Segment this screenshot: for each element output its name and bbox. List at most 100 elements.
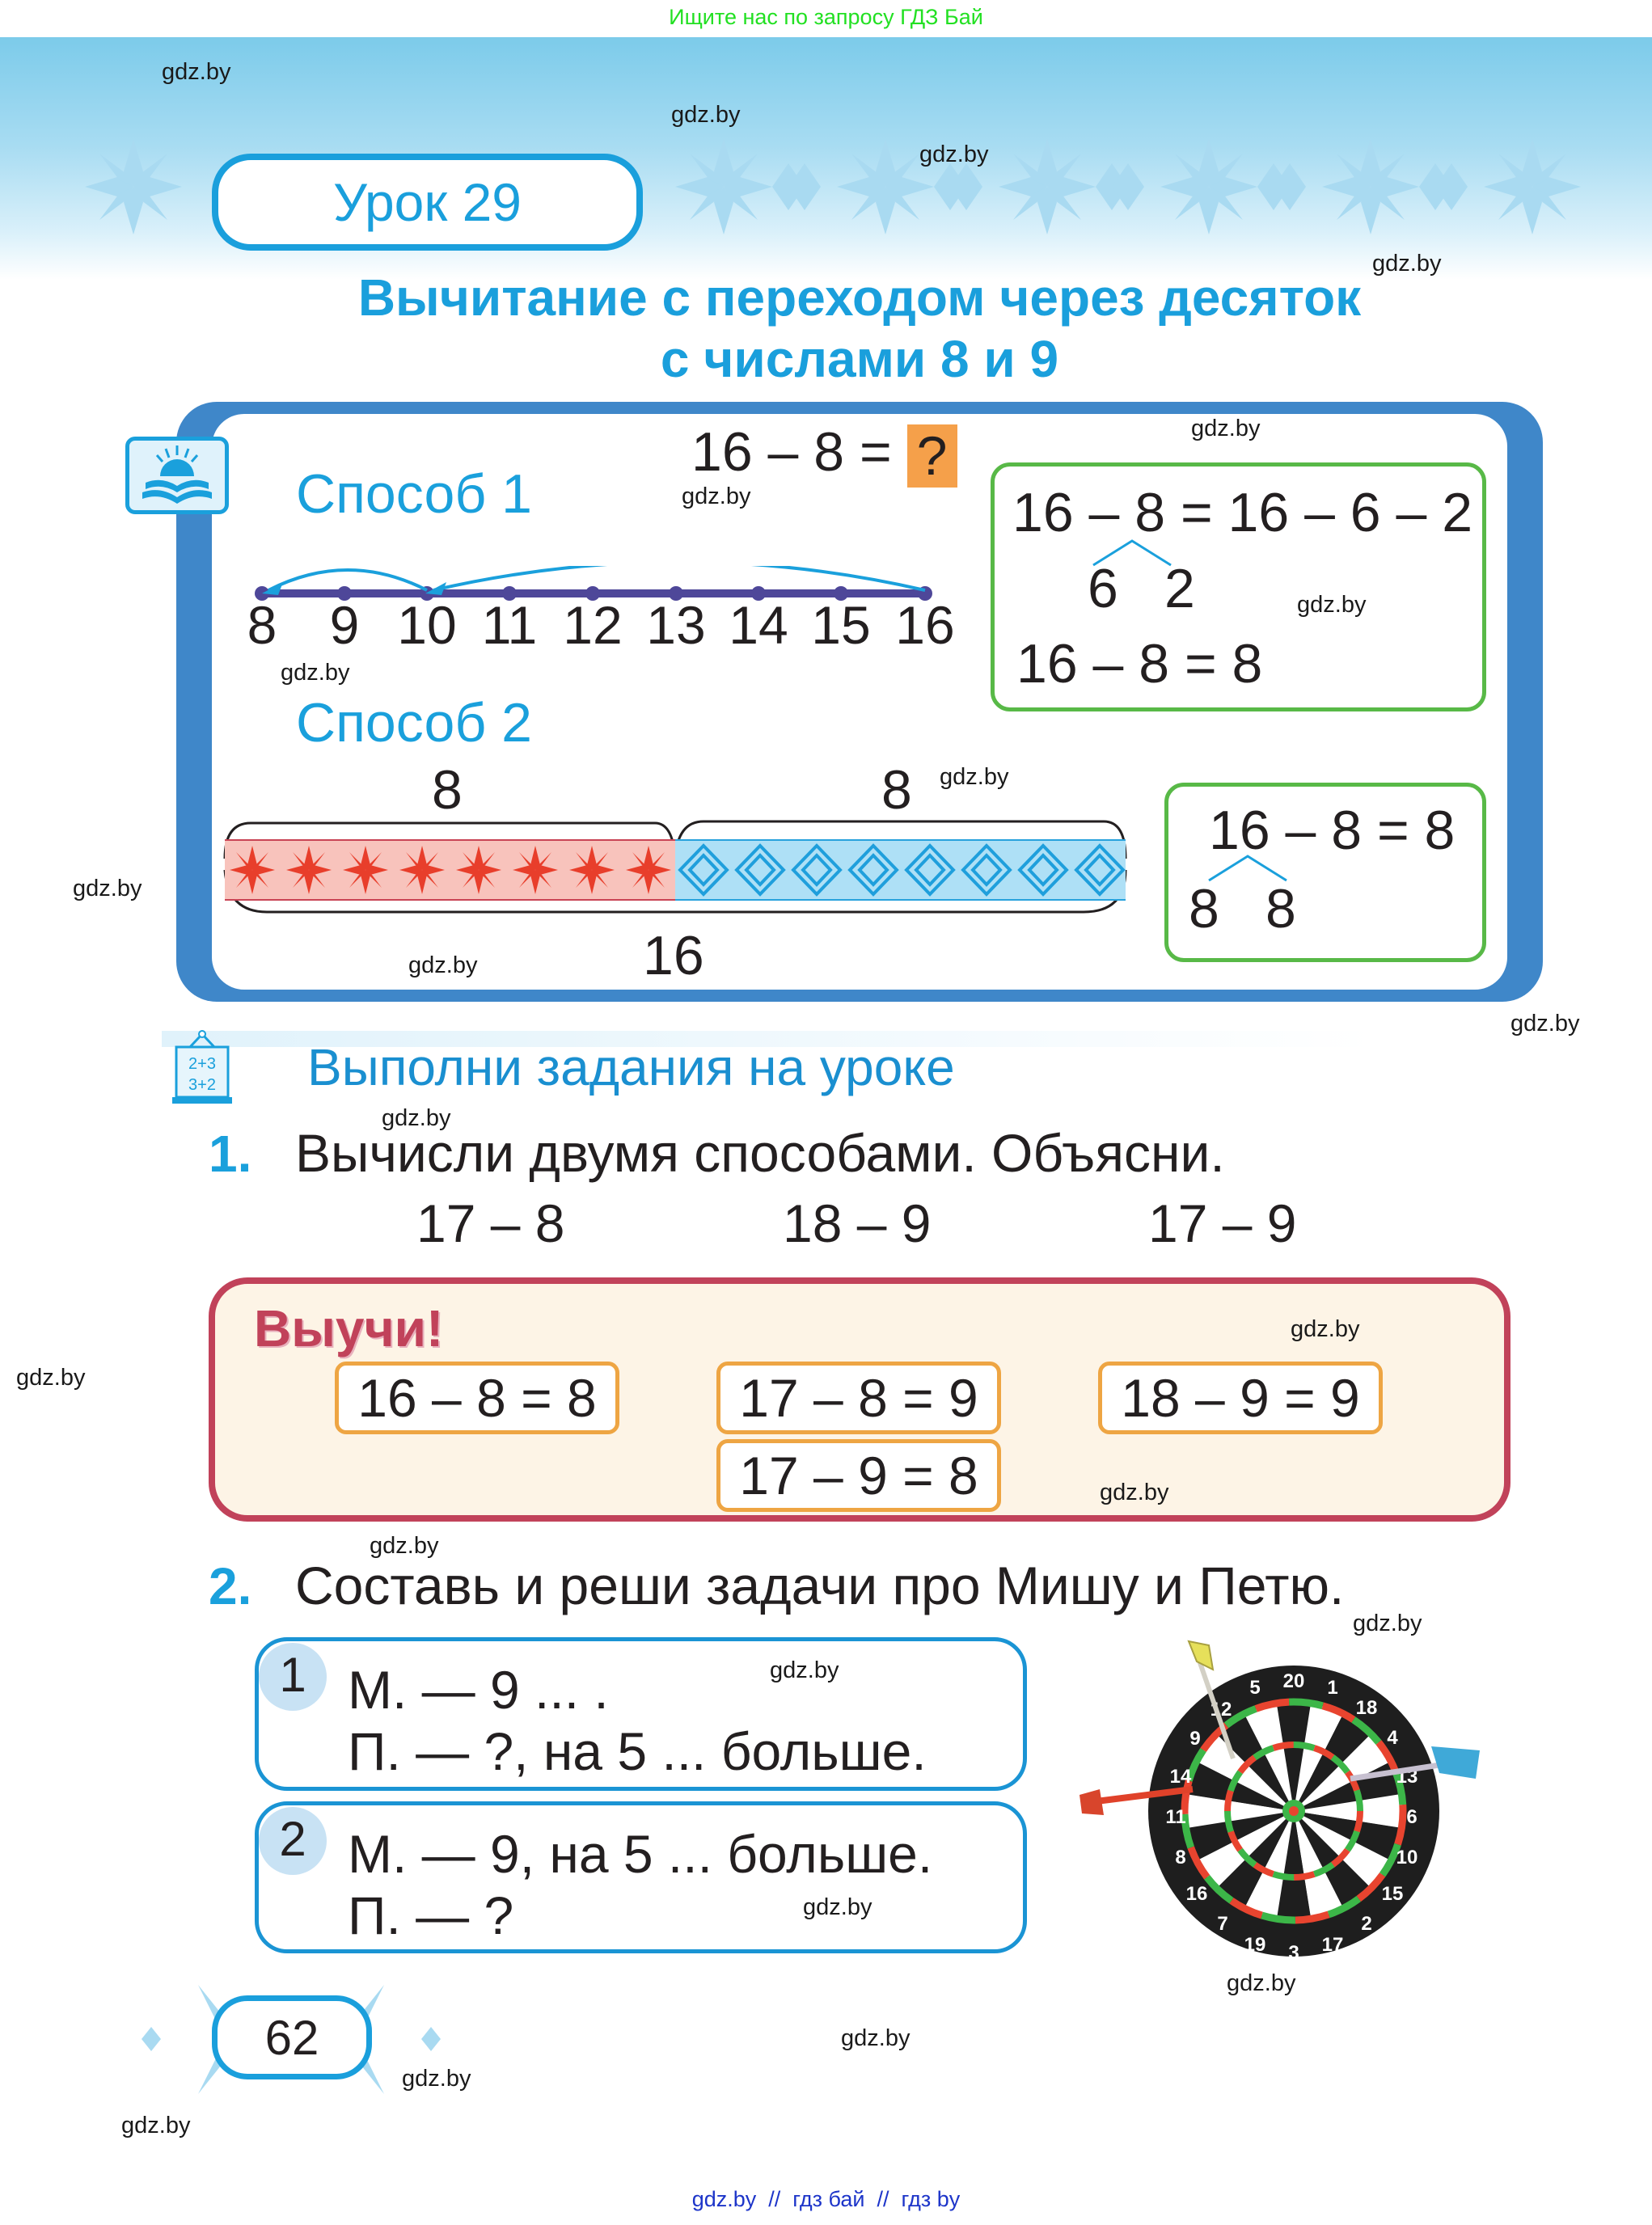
svg-text:16: 16 <box>1186 1883 1208 1905</box>
split-b: 8 <box>1265 878 1296 939</box>
task-2-number: 2. <box>209 1557 252 1615</box>
svg-text:6: 6 <box>1406 1806 1417 1828</box>
watermark: gdz.by <box>841 2025 911 2051</box>
watermark: gdz.by <box>770 1657 839 1683</box>
task-1-expression: 17 – 9 <box>1148 1193 1297 1253</box>
learn-title: Выучи! <box>254 1299 444 1357</box>
problem-card-2: 2 М. — 9, на 5 ... больше. П. — ? gdz.by <box>255 1801 1027 1953</box>
problem-line-1: М. — 9, на 5 ... больше. <box>348 1824 933 1884</box>
tick-label: 15 <box>811 595 871 655</box>
top-banner-text: Ищите нас по запросу ГДЗ Бай <box>669 5 983 29</box>
ornament-left-icon <box>85 139 182 234</box>
title-line-2: с числами 8 и 9 <box>660 330 1059 388</box>
watermark: gdz.by <box>1191 416 1261 441</box>
page-title: Вычитание с переходом через десяток с чи… <box>162 267 1557 390</box>
task-1-text: Вычисли двумя способами. Объясни. <box>295 1123 1225 1183</box>
problem-line-2: П. — ?, на 5 ... больше. <box>348 1721 927 1781</box>
split-b: 2 <box>1164 558 1195 619</box>
watermark: gdz.by <box>1510 1011 1580 1037</box>
watermark: gdz.by <box>121 2113 191 2138</box>
method-2-label: Способ 2 <box>296 692 532 754</box>
ornament-row-icon <box>675 139 1581 234</box>
learn-card: 16 – 8 = 8 <box>335 1362 619 1434</box>
method-1-label: Способ 1 <box>296 463 532 525</box>
page-number-badge: 62 <box>212 1995 372 2079</box>
split-lines-icon <box>1208 855 1287 882</box>
part-right-label: 8 <box>881 759 912 821</box>
method-1-solution-box: 16 – 8 = 16 – 6 – 2 6 2 16 – 8 = 8 gdz.b… <box>991 462 1486 711</box>
problem-line-2: П. — ? <box>348 1885 514 1945</box>
watermark: gdz.by <box>1227 1970 1296 1996</box>
part-whole-bar <box>218 818 1128 915</box>
tick-label: 13 <box>646 595 706 655</box>
whole-label: 16 <box>643 925 704 986</box>
theory-equation: 16 – 8 = ? <box>691 420 957 488</box>
tick-label: 11 <box>481 595 538 655</box>
svg-text:14: 14 <box>1170 1766 1192 1788</box>
svg-text:20: 20 <box>1283 1670 1305 1692</box>
svg-text:17: 17 <box>1322 1934 1344 1956</box>
svg-text:4: 4 <box>1387 1727 1398 1749</box>
watermark: gdz.by <box>1372 251 1442 277</box>
method-1-line-1: 16 – 8 = 16 – 6 – 2 <box>1012 482 1473 543</box>
watermark: gdz.by <box>940 764 1009 790</box>
top-banner: Ищите нас по запросу ГДЗ Бай <box>0 0 1652 37</box>
watermark: gdz.by <box>370 1533 439 1559</box>
method-1-result: 16 – 8 = 8 <box>1016 633 1263 695</box>
task-1-number: 1. <box>209 1125 252 1183</box>
unknown-box: ? <box>906 424 957 488</box>
svg-text:9: 9 <box>1189 1728 1200 1750</box>
svg-text:2: 2 <box>1361 1913 1371 1935</box>
tick-label: 10 <box>397 595 457 655</box>
watermark: gdz.by <box>1291 1316 1360 1342</box>
learn-box: Выучи! 16 – 8 = 8 17 – 8 = 9 18 – 9 = 9 … <box>209 1277 1510 1522</box>
watermark: gdz.by <box>281 660 350 686</box>
task-1-expression: 18 – 9 <box>783 1193 932 1253</box>
tick-label: 16 <box>895 595 955 655</box>
watermark: gdz.by <box>671 102 741 128</box>
split-lines-icon <box>1092 539 1172 567</box>
watermark: gdz.by <box>73 876 142 901</box>
exercises-header: Выполни задания на уроке <box>307 1038 955 1096</box>
board-text-1: 2+3 <box>188 1055 216 1073</box>
watermark: gdz.by <box>803 1894 872 1920</box>
problem-number: 1 <box>259 1643 327 1711</box>
svg-text:10: 10 <box>1396 1847 1418 1868</box>
watermark: gdz.by <box>382 1105 451 1131</box>
tick-label: 8 <box>247 595 277 655</box>
number-line-labels: 8 9 10 11 12 13 14 15 16 <box>243 594 955 659</box>
watermark: gdz.by <box>919 141 989 167</box>
svg-text:8: 8 <box>1175 1847 1185 1868</box>
exercises-header-strip <box>162 1031 1375 1047</box>
lesson-badge: Урок 29 <box>212 154 643 251</box>
watermark: gdz.by <box>1353 1611 1422 1636</box>
lesson-label: Урок 29 <box>333 172 522 232</box>
title-line-1: Вычитание с переходом через десяток <box>357 268 1362 327</box>
method-2-solution-box: 16 – 8 = 8 8 8 <box>1164 783 1486 962</box>
part-left-label: 8 <box>432 759 463 821</box>
svg-text:7: 7 <box>1217 1913 1227 1935</box>
split-a: 6 <box>1088 558 1118 619</box>
svg-text:3: 3 <box>1288 1942 1299 1961</box>
svg-text:15: 15 <box>1382 1883 1404 1905</box>
book-sun-icon <box>125 437 229 514</box>
learn-card: 17 – 8 = 9 <box>716 1362 1001 1434</box>
board-icon: 2+3 3+2 <box>172 1029 232 1105</box>
problem-number: 2 <box>259 1807 327 1875</box>
method-2-line-1: 16 – 8 = 8 <box>1209 800 1456 861</box>
svg-text:19: 19 <box>1244 1934 1266 1956</box>
equation-lhs: 16 – 8 = <box>691 421 892 483</box>
svg-text:18: 18 <box>1356 1697 1378 1719</box>
watermark: gdz.by <box>682 483 751 509</box>
svg-text:1: 1 <box>1327 1677 1337 1699</box>
watermark: gdz.by <box>402 2066 471 2092</box>
learn-card: 17 – 9 = 8 <box>716 1439 1001 1512</box>
number-line <box>243 560 954 614</box>
page-number: 62 <box>264 2010 319 2065</box>
task-2-text: Составь и реши задачи про Мишу и Петю. <box>295 1556 1345 1615</box>
problem-card-1: 1 М. — 9 ... . П. — ?, на 5 ... больше. … <box>255 1637 1027 1791</box>
footer-links[interactable]: gdz.by // гдз бай // гдз by <box>691 2187 961 2211</box>
tick-label: 14 <box>729 595 788 655</box>
watermark: gdz.by <box>1297 592 1367 618</box>
